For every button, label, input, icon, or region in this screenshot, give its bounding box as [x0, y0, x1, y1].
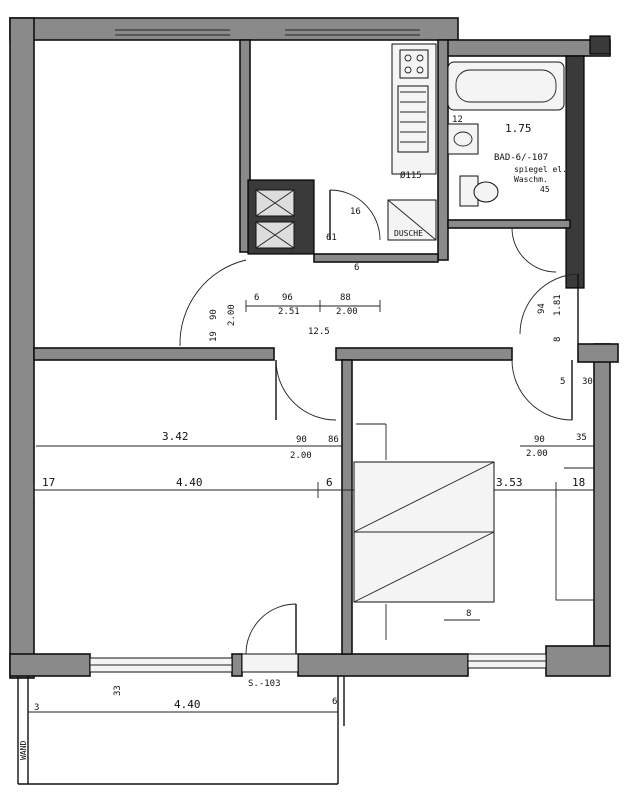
bath-area-label: 1.75	[505, 122, 532, 135]
wall-bath-bottom	[447, 219, 571, 229]
wall-bottom-mid2	[297, 653, 469, 677]
hall-door-left-19: 19	[209, 331, 219, 342]
hall-door-right-94: 94	[537, 303, 547, 314]
right-room-200: 2.00	[526, 449, 548, 459]
chimney-cross-icon	[255, 189, 295, 249]
hall-200-label: 2.00	[336, 307, 358, 317]
left-room-200: 2.00	[290, 451, 312, 461]
wall-bottom-right	[545, 645, 611, 677]
wall-hall-right	[335, 347, 513, 361]
row-18: 18	[572, 476, 585, 489]
bath-door-swing	[511, 227, 557, 273]
wardrobe	[353, 461, 495, 603]
window-top-left	[115, 29, 230, 36]
hall-door-left-90: 90	[209, 309, 219, 320]
stove-icon	[399, 49, 429, 79]
row-6: 6	[326, 476, 333, 489]
right-room-35: 35	[576, 433, 587, 443]
kitchen-counter	[391, 43, 437, 175]
balcony	[17, 676, 345, 785]
left-room-door-swing	[275, 359, 337, 421]
hall-right-door-swing	[519, 273, 579, 335]
balcony-door-swing	[245, 603, 297, 655]
row-440: 4.40	[176, 476, 203, 489]
balcony-wand: WAND	[19, 741, 28, 760]
hall-door-left-200: 2.00	[227, 304, 237, 326]
row-17: 17	[42, 476, 55, 489]
wall-top-right	[439, 39, 611, 57]
wall-top-corner	[589, 35, 611, 55]
bath-note-2: spiegel el.	[514, 165, 567, 174]
window-top-right	[285, 29, 420, 36]
balcony-3: 3	[34, 703, 39, 713]
shaft-label: Ø115	[400, 170, 422, 181]
hall-door-right-8: 8	[553, 337, 563, 342]
wall-bottom-mid	[231, 653, 243, 677]
hall-96-label: 96	[282, 293, 293, 303]
hall-area-label: 12.5	[308, 327, 330, 337]
kitchen-16-label: 16	[350, 207, 361, 217]
wall-bath-left	[437, 39, 449, 261]
wall-hall-left	[33, 347, 275, 361]
wall-kitchen-left	[239, 39, 251, 253]
wall-kitchen-bottom	[313, 253, 439, 263]
right-room-90: 90	[534, 435, 545, 445]
bathtub	[447, 61, 565, 111]
washbasin	[447, 123, 479, 155]
wall-rooms-divider	[341, 359, 353, 655]
toilet	[459, 175, 499, 207]
kitchen-61-label: 61	[326, 233, 337, 243]
balcony-33: 33	[113, 685, 123, 696]
row-353: 3.53	[496, 476, 523, 489]
wall-left	[9, 17, 35, 679]
hall-left-door-swing	[179, 259, 247, 347]
wall-right-lower	[593, 343, 611, 647]
hall-251-label: 2.51	[278, 307, 300, 317]
kitchen-6-label: 6	[354, 263, 359, 273]
balcony-door-frame	[241, 653, 299, 673]
bath-note-3: Waschm.	[514, 175, 548, 184]
shower-tray: DUSCHE	[387, 199, 437, 241]
balcony-440: 4.40	[174, 698, 201, 711]
shower-label: DUSCHE	[394, 229, 423, 238]
wall-top	[9, 17, 459, 41]
kitchen-door-swing	[329, 189, 381, 241]
bed-outline	[555, 489, 595, 601]
wall-right-upper	[565, 55, 585, 289]
window-bottom-left	[89, 657, 233, 673]
right-5-label: 5	[560, 377, 565, 387]
left-room-86: 86	[328, 435, 339, 445]
left-room-342: 3.42	[162, 430, 189, 443]
bath-12-label: 12	[452, 115, 463, 125]
left-room-90: 90	[296, 435, 307, 445]
bottom-8: 8	[466, 609, 471, 619]
right-30-label: 30	[582, 377, 593, 387]
hall-88-label: 88	[340, 293, 351, 303]
hall-6-label: 6	[254, 293, 259, 303]
bath-note-4: 45	[540, 185, 550, 194]
wall-right-corner	[577, 343, 619, 363]
wall-bottom-left	[9, 653, 91, 677]
window-bottom-right	[467, 653, 547, 669]
balcony-6: 6	[332, 697, 337, 707]
balcony-door-label: S.-103	[248, 679, 281, 689]
hall-door-right-181: 1.81	[553, 294, 563, 316]
bath-note: BAD-6/-107	[494, 153, 548, 163]
right-room-door-swing	[511, 359, 573, 421]
